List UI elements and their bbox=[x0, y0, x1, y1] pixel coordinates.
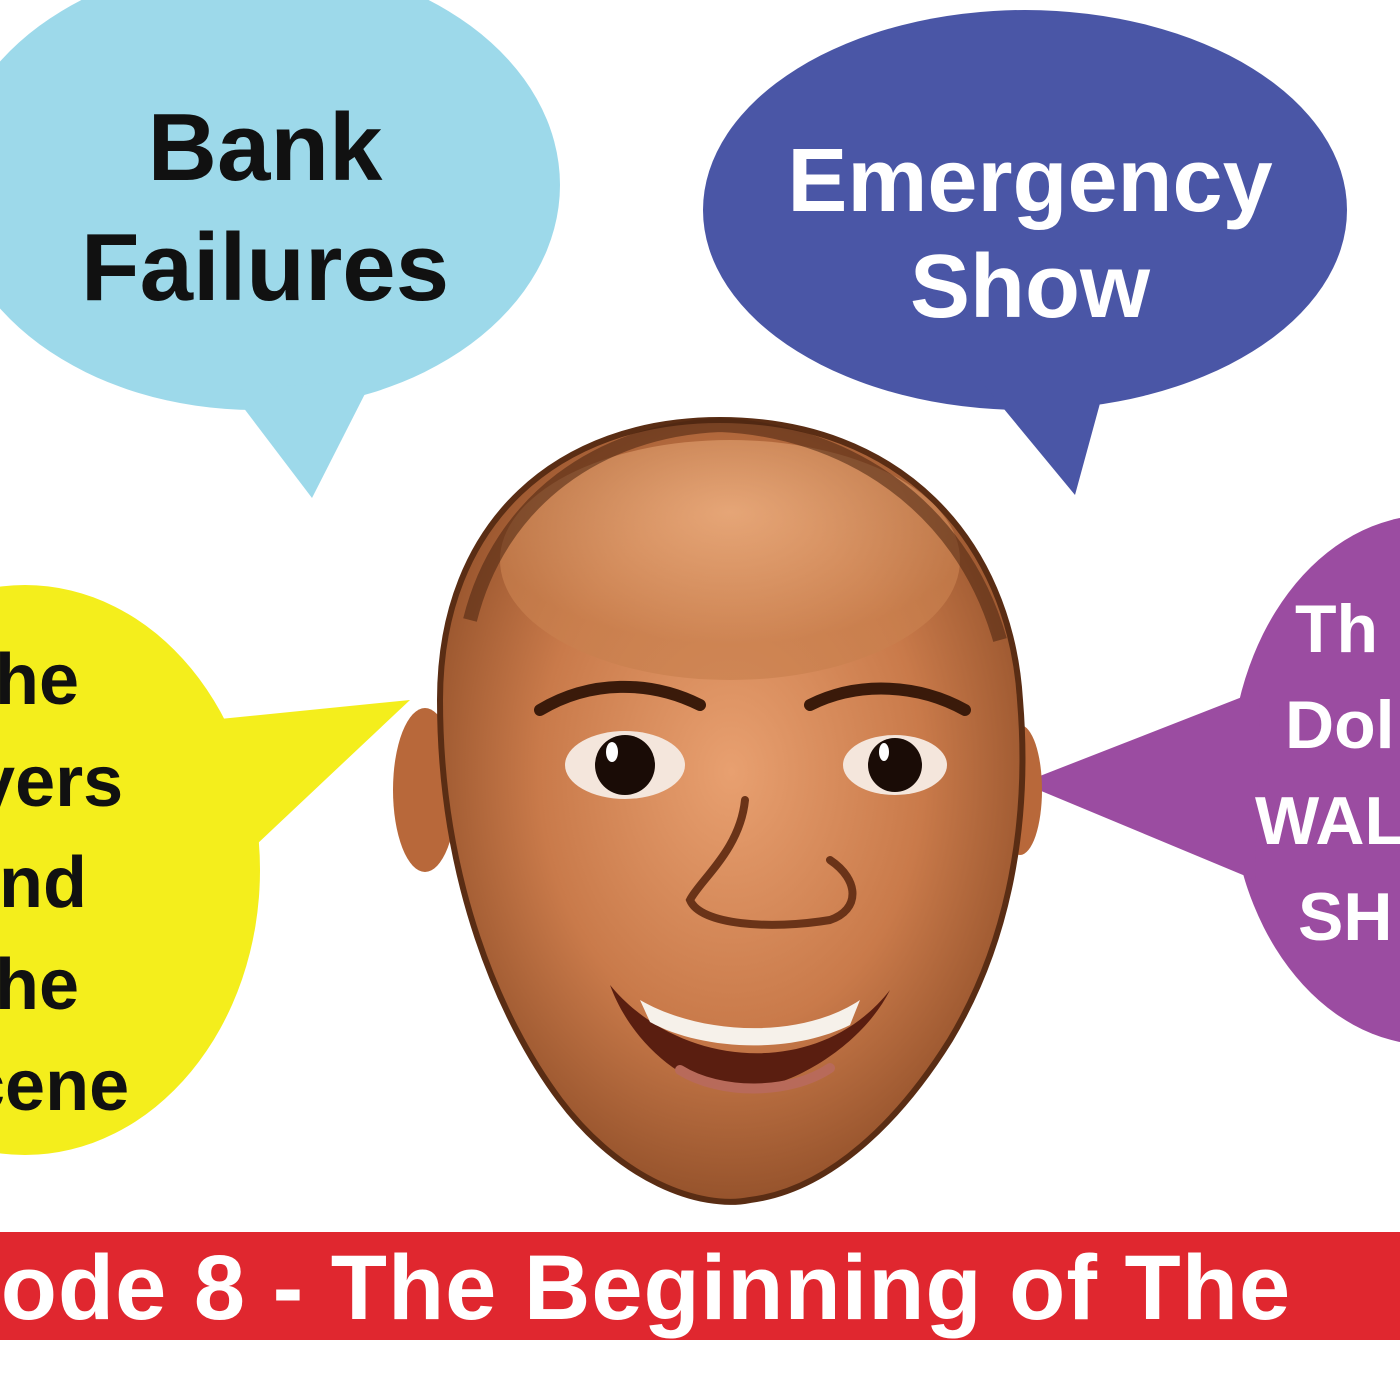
players-text: he ayers hind he cene bbox=[0, 630, 185, 1138]
bank-failures-line: Bank bbox=[147, 94, 383, 201]
dollar-line: SH bbox=[1298, 878, 1393, 955]
dollar-line: WAL bbox=[1255, 782, 1400, 859]
smiling-face-illustration bbox=[393, 416, 1042, 1205]
bank-failures-line: Failures bbox=[80, 214, 450, 321]
bank-failures-bubble bbox=[0, 0, 560, 498]
players-line: cene bbox=[0, 1046, 130, 1127]
players-line: he bbox=[0, 640, 80, 720]
bank-failures-text: Bank Failures bbox=[40, 88, 490, 328]
emergency-show-line: Show bbox=[910, 237, 1150, 338]
players-bubble bbox=[0, 585, 410, 1155]
episode-title: isode 8 - The Beginning of The bbox=[0, 1237, 1292, 1339]
dollar-text: Th Dol WAL SH bbox=[1230, 582, 1400, 966]
emergency-show-line: Emergency bbox=[787, 131, 1273, 231]
emergency-show-text: Emergency Show bbox=[700, 128, 1360, 340]
dollar-line: Th bbox=[1295, 591, 1379, 667]
players-line: ayers bbox=[0, 741, 124, 822]
players-line: he bbox=[0, 944, 80, 1025]
emergency-show-bubble bbox=[703, 10, 1347, 495]
episode-banner: isode 8 - The Beginning of The bbox=[0, 1232, 1400, 1340]
dollar-line: Dol bbox=[1285, 686, 1395, 763]
dollar-bubble bbox=[1022, 518, 1400, 1042]
players-line: hind bbox=[0, 843, 87, 924]
